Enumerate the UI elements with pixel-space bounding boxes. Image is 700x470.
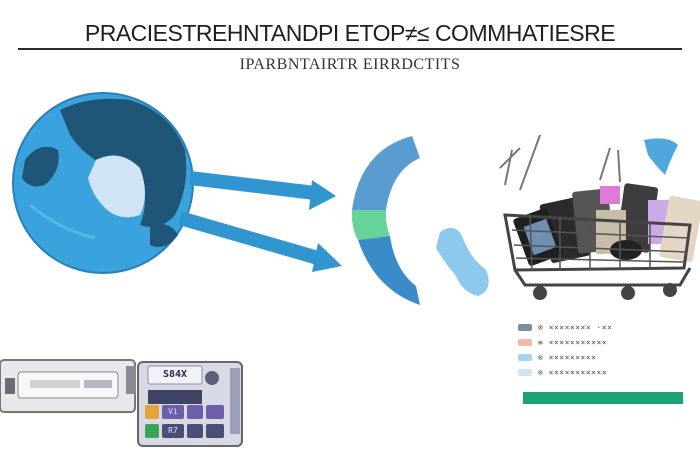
legend-label: ≡ ××××××××××× — [538, 338, 608, 347]
legend-accent-bar — [523, 392, 683, 404]
legend-swatch — [518, 369, 532, 376]
legend-swatch — [518, 339, 532, 346]
arrow-icon — [178, 211, 342, 272]
splash-shape — [436, 227, 489, 296]
page-subtitle: IPARBNTAIRTR EIRRDCTITS — [239, 56, 461, 73]
legend-item: ⊗ ××××××××××× — [518, 365, 683, 380]
legend: ⊗ ×××××××× ·×× ≡ ××××××××××× ⊗ ×××××××××… — [518, 320, 683, 380]
splash-shape — [644, 138, 678, 175]
keypad-display: S84X — [162, 369, 188, 380]
keypad-key[interactable]: Vi — [168, 407, 178, 416]
legend-swatch — [518, 354, 532, 361]
legend-label: ⊗ ××××××××× — [538, 353, 597, 362]
legend-item: ⊗ ××××××××× — [518, 350, 683, 365]
legend-label: ⊗ ×××××××× ·×× — [538, 323, 613, 332]
legend-item: ⊗ ×××××××× ·×× — [518, 320, 683, 335]
keypad-key[interactable]: R7 — [168, 426, 178, 435]
keypad-device-icon — [137, 361, 243, 447]
legend-label: ⊗ ××××××××××× — [538, 368, 608, 377]
arc-chart-shape — [351, 136, 420, 305]
page-title: PRACIESTREHNTANDPI ETOP≠≤ COMMHATIESRE — [84, 20, 616, 46]
globe-icon — [12, 92, 194, 274]
title-underline — [18, 48, 682, 50]
server-device-icon — [0, 359, 136, 413]
legend-swatch — [518, 324, 532, 331]
arrow-icon — [189, 171, 336, 210]
legend-item: ≡ ××××××××××× — [518, 335, 683, 350]
shopping-cart-icon — [499, 134, 700, 300]
